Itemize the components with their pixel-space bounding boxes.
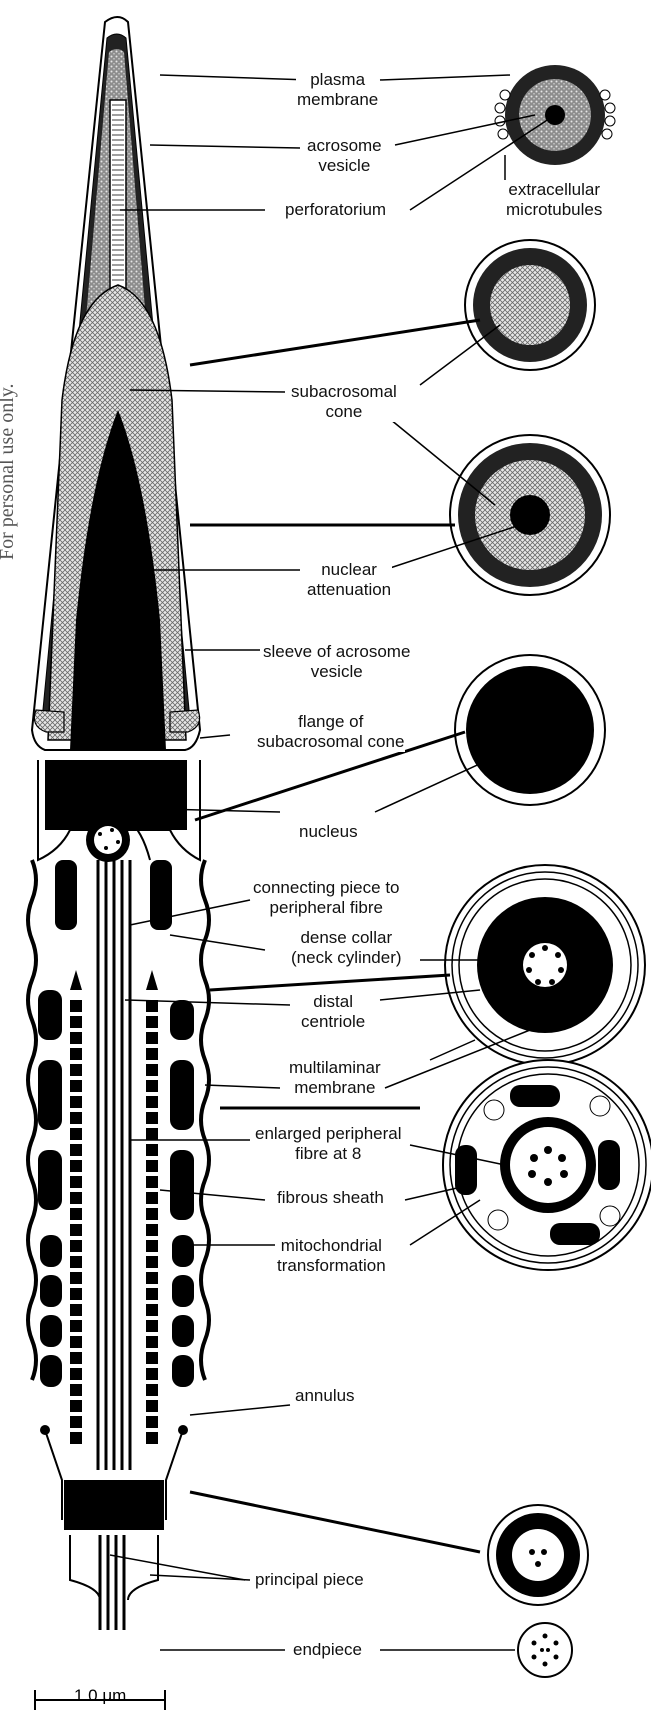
neck-region — [38, 760, 200, 930]
label-perforatorium: perforatorium — [284, 200, 387, 220]
cross-section-principal-piece — [488, 1505, 588, 1605]
midpiece-region — [28, 860, 209, 1470]
scale-bar-label: 1.0 μm — [74, 1686, 126, 1706]
label-dense-collar: dense collar(neck cylinder) — [290, 928, 403, 968]
cross-section-nucleus — [455, 655, 605, 805]
cross-section-endpiece — [518, 1623, 572, 1677]
label-principal-piece: principal piece — [254, 1570, 365, 1590]
label-fibrous-sheath: fibrous sheath — [276, 1188, 385, 1208]
cross-section-midpiece — [443, 1060, 651, 1270]
label-nucleus: nucleus — [298, 822, 359, 842]
label-endpiece: endpiece — [292, 1640, 363, 1660]
cross-section-neck — [445, 865, 645, 1065]
cross-section-nuclear-attenuation — [450, 435, 610, 595]
acrosome-region — [32, 17, 200, 750]
label-annulus: annulus — [294, 1386, 356, 1406]
cross-section-subacrosomal-cone — [465, 240, 595, 370]
side-note: For personal use only. — [0, 384, 19, 560]
